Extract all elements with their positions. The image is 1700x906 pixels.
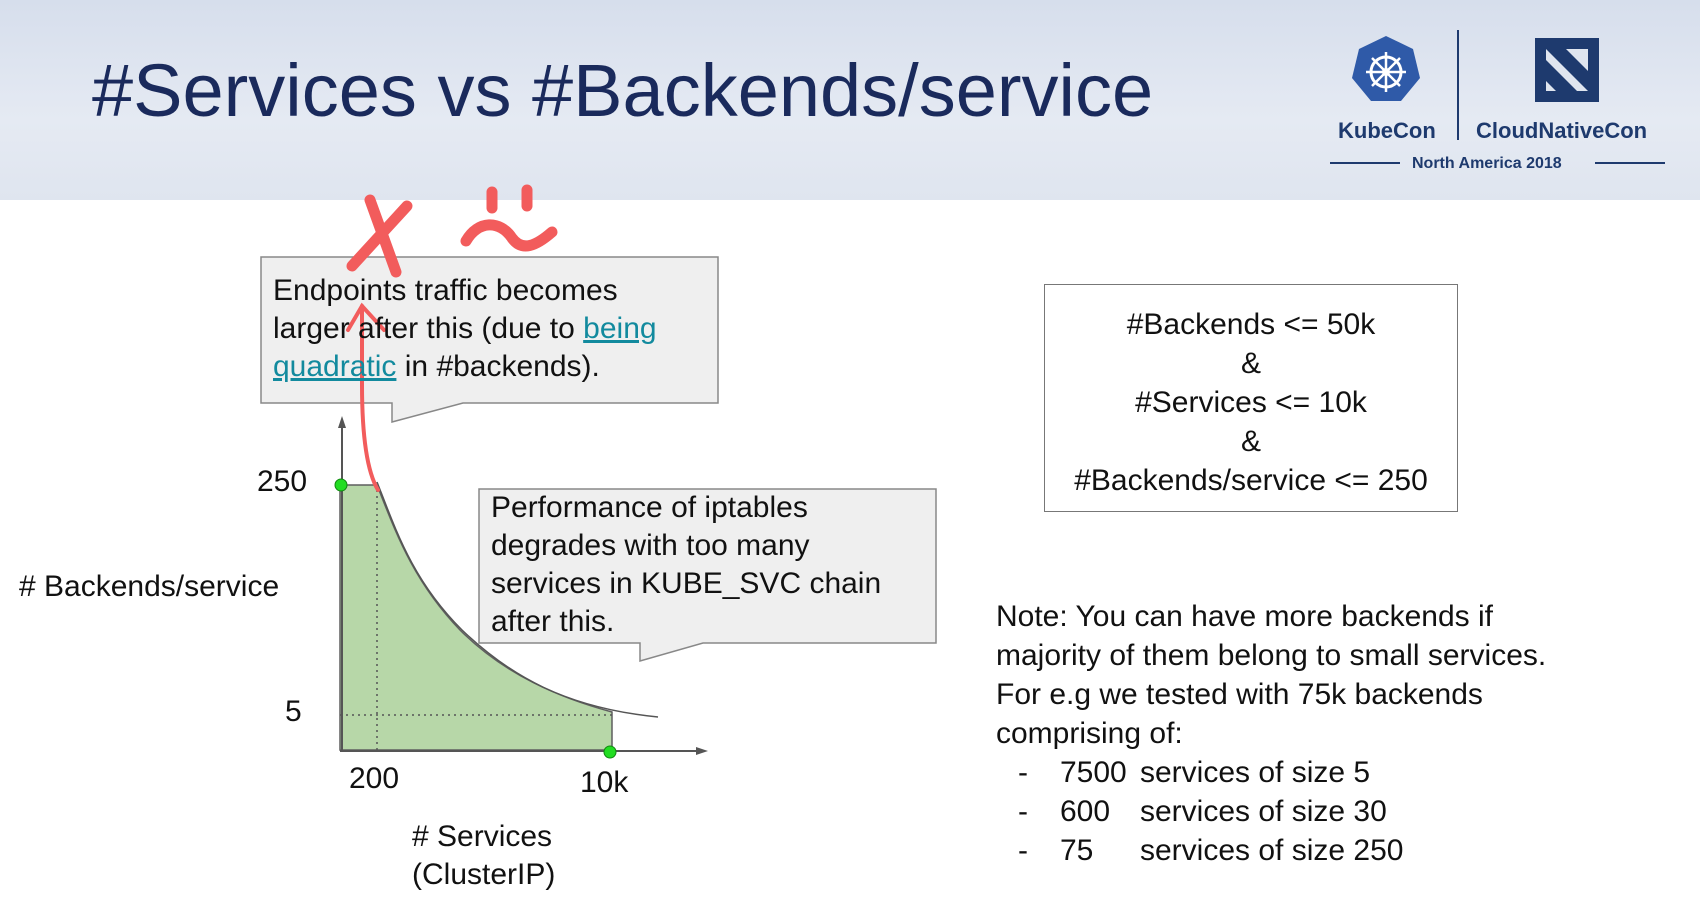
cncf-square-icon	[1535, 38, 1599, 102]
red-arrow	[346, 302, 386, 492]
x-tick-200: 200	[349, 762, 400, 795]
callout-top-text: Endpoints traffic becomes larger after t…	[273, 274, 657, 383]
limits-box: #Backends <= 50k & #Services <= 10k & #B…	[1044, 284, 1458, 512]
conference-logo	[1330, 30, 1665, 164]
boundary-curve	[376, 481, 659, 718]
x-tick-10k: 10k	[580, 766, 629, 799]
kubecon-wordmark: KubeCon	[1338, 118, 1436, 143]
callout-right-text: Performance of iptables degrades with to…	[491, 491, 882, 638]
red-x-mark	[346, 194, 413, 278]
cloudnativecon-wordmark: CloudNativeCon	[1476, 118, 1648, 143]
logo-subtitle: North America 2018	[1412, 155, 1562, 172]
capacity-region	[339, 484, 613, 751]
y-tick-250: 250	[257, 465, 308, 498]
callout-top-box	[260, 256, 719, 423]
kubernetes-wheel-icon	[1352, 36, 1420, 101]
sad-face-mark	[460, 184, 558, 252]
marker-x-10k	[603, 745, 617, 759]
slide-title: #Services vs #Backends/service	[92, 49, 1154, 132]
header-banner	[0, 0, 1700, 200]
being-quadratic-link-part1[interactable]: being	[583, 312, 657, 345]
note-block: Note: You can have more backends if majo…	[996, 597, 1546, 870]
x-axis-label-line1: # Services	[412, 820, 553, 853]
being-quadratic-link-part2[interactable]: quadratic	[273, 350, 397, 383]
y-axis-label: # Backends/service	[19, 570, 280, 603]
x-axis-label-line2: (ClusterIP)	[412, 858, 556, 891]
callout-right-box	[478, 488, 937, 662]
marker-y-250	[334, 478, 348, 492]
y-tick-5: 5	[285, 695, 302, 728]
